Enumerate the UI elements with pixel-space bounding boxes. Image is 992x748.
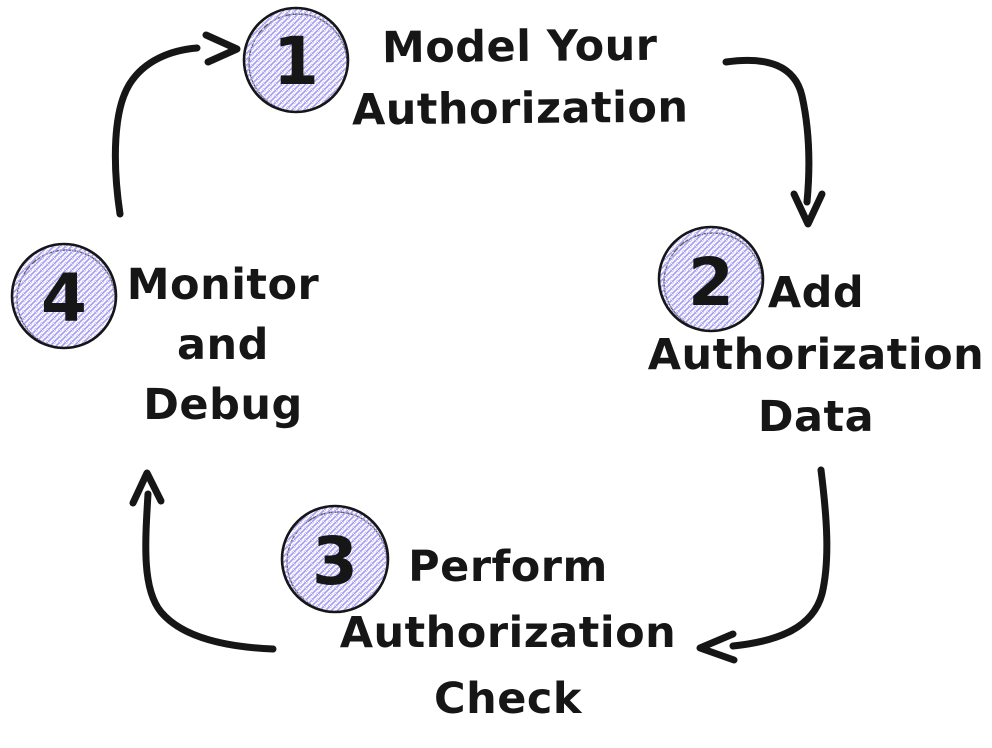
arrow-up-icon: [129, 469, 165, 507]
step-1-badge: 1: [242, 6, 350, 114]
step-2-label: Add Authorization Data: [647, 268, 985, 442]
arrow-step-2-to-step-3-shaft: [729, 466, 831, 650]
step-2-number: 2: [688, 244, 734, 321]
step-4-label: Monitor and Debug: [126, 260, 320, 430]
arrow-step-4-to-step-1: [111, 31, 241, 218]
step-3-circle: [280, 504, 390, 614]
arrow-step-4-to-step-1-shaft: [111, 44, 201, 218]
arrow-step-3-to-step-4-shaft: [142, 490, 277, 653]
step-3-badge: 3: [280, 504, 390, 614]
step-1-circle: [242, 6, 350, 114]
step-3-label: Perform Authorization Check: [339, 542, 677, 724]
step-1-label: Model Your Authorization: [351, 20, 689, 136]
step-1-number: 1: [273, 23, 319, 100]
step-2-circle: [657, 225, 765, 333]
arrow-step-1-to-step-2: [722, 56, 826, 228]
step-2-badge: 2: [657, 225, 765, 333]
step-4-badge: 4: [10, 242, 118, 350]
arrow-down-icon: [790, 190, 826, 228]
arrow-step-1-to-step-2-shaft: [722, 56, 813, 206]
arrow-right-icon: [202, 31, 241, 66]
arrow-left-icon: [696, 630, 738, 664]
arrow-step-2-to-step-3: [696, 466, 831, 664]
arrow-step-3-to-step-4: [129, 469, 277, 653]
step-4-number: 4: [41, 260, 87, 337]
step-3-number: 3: [312, 523, 358, 600]
step-4-circle: [10, 242, 118, 350]
